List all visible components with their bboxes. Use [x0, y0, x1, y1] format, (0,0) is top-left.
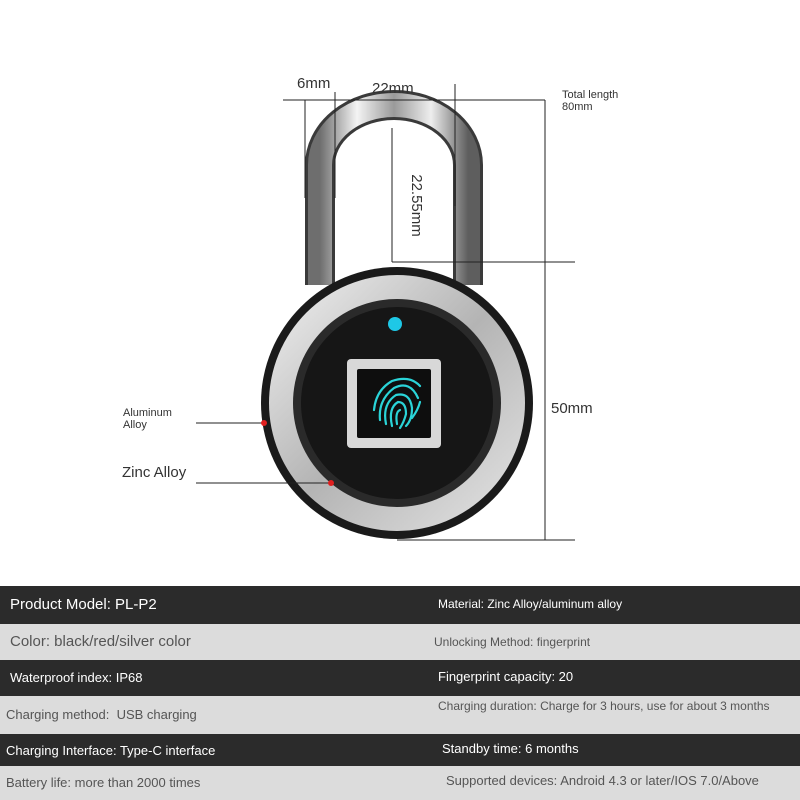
body-diameter-label: 50mm — [551, 400, 593, 417]
zinc-marker — [328, 480, 334, 486]
aluminum-marker — [261, 420, 267, 426]
spec-row: Charging Interface: Type-C interface Sta… — [0, 734, 800, 766]
spec-right: Unlocking Method: fingerprint — [434, 635, 591, 649]
spec-right: Standby time: 6 months — [442, 741, 579, 756]
dimension-lines — [196, 84, 575, 541]
spec-right: Material: Zinc Alloy/aluminum alloy — [438, 597, 623, 611]
spec-row: Charging method: USB charging Charging d… — [0, 696, 800, 734]
spec-row: Product Model: PL-P2 Material: Zinc Allo… — [0, 586, 800, 624]
spec-table: Product Model: PL-P2 Material: Zinc Allo… — [0, 586, 800, 800]
spec-right: Fingerprint capacity: 20 — [438, 669, 574, 684]
shackle-width-label: 22mm — [372, 80, 414, 97]
aluminum-alloy-label: Aluminum Alloy — [123, 407, 172, 431]
spec-left: Charging method: USB charging — [6, 707, 197, 722]
indicator-light — [388, 317, 402, 331]
spec-left: Charging Interface: Type-C interface — [6, 743, 216, 758]
spec-left: Product Model: PL-P2 — [10, 596, 157, 613]
product-diagram: 6mm 22mm Total length 80mm 22.55mm 50mm … — [122, 75, 619, 541]
spec-left: Color: black/red/silver color — [10, 633, 191, 650]
total-length-label: Total length 80mm — [562, 89, 619, 113]
shackle-height-label: 22.55mm — [407, 174, 425, 237]
zinc-alloy-label: Zinc Alloy — [122, 464, 187, 481]
spec-right: Supported devices: Android 4.3 or later/… — [446, 773, 759, 788]
spec-row: Color: black/red/silver color Unlocking … — [0, 624, 800, 660]
spec-row: Battery life: more than 2000 times Suppo… — [0, 766, 800, 800]
spec-left: Waterproof index: IP68 — [10, 670, 143, 685]
spec-left: Battery life: more than 2000 times — [6, 775, 201, 790]
shackle-thickness-label: 6mm — [297, 75, 331, 92]
fingerprint-icon — [372, 377, 422, 430]
padlock-illustration — [196, 84, 575, 541]
spec-row: Waterproof index: IP68 Fingerprint capac… — [0, 660, 800, 696]
spec-right: Charging duration: Charge for 3 hours, u… — [438, 699, 770, 713]
